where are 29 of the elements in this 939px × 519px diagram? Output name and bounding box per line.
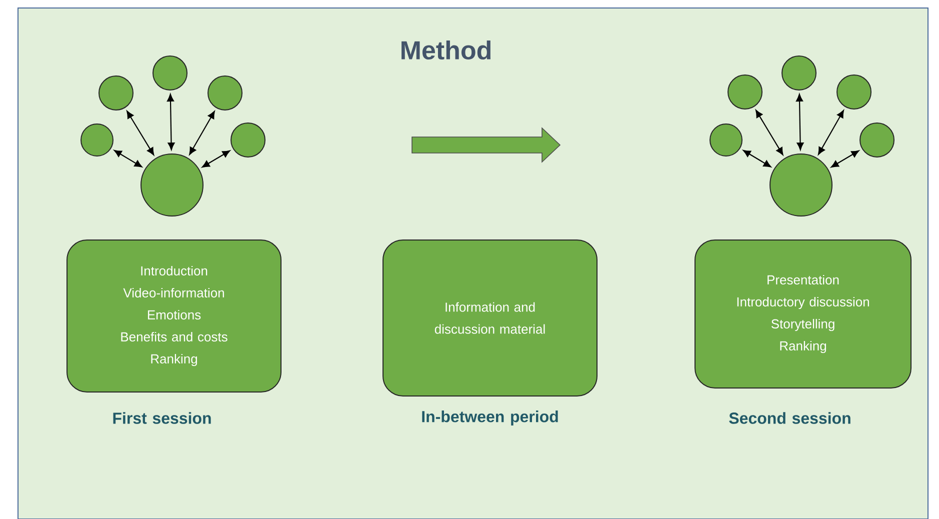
- double-arrow: [818, 110, 844, 155]
- circle: [860, 122, 895, 158]
- double-arrow: [189, 111, 215, 155]
- rounded-box: Information and discussion material: [382, 240, 598, 396]
- double-arrow: [202, 150, 230, 168]
- double-arrow: [742, 150, 772, 168]
- title: Method: [402, 40, 490, 60]
- circle: [770, 154, 832, 216]
- circle: [230, 122, 266, 158]
- double-arrow: [796, 94, 804, 150]
- circle: [98, 76, 134, 110]
- circle: [710, 124, 742, 156]
- circle: [728, 74, 762, 110]
- node-label: Second session: [729, 412, 850, 424]
- circle: [836, 74, 872, 110]
- double-arrow: [167, 94, 175, 150]
- circle: [208, 76, 242, 110]
- circle: [152, 56, 188, 90]
- rounded-box: Introduction Video-information Emotions Benefits and costs Ranking: [66, 240, 282, 392]
- circle: [782, 56, 816, 90]
- node-label: First session: [113, 412, 211, 424]
- circle: [80, 124, 114, 156]
- double-arrow: [126, 110, 154, 156]
- circle: [140, 154, 204, 216]
- rounded-box: Presentation Introductory discussion Storytelling Ranking: [694, 240, 912, 388]
- double-arrow: [756, 110, 784, 156]
- double-arrow: [830, 150, 860, 168]
- double-arrow: [114, 150, 142, 168]
- node-label: In-between period: [422, 410, 558, 426]
